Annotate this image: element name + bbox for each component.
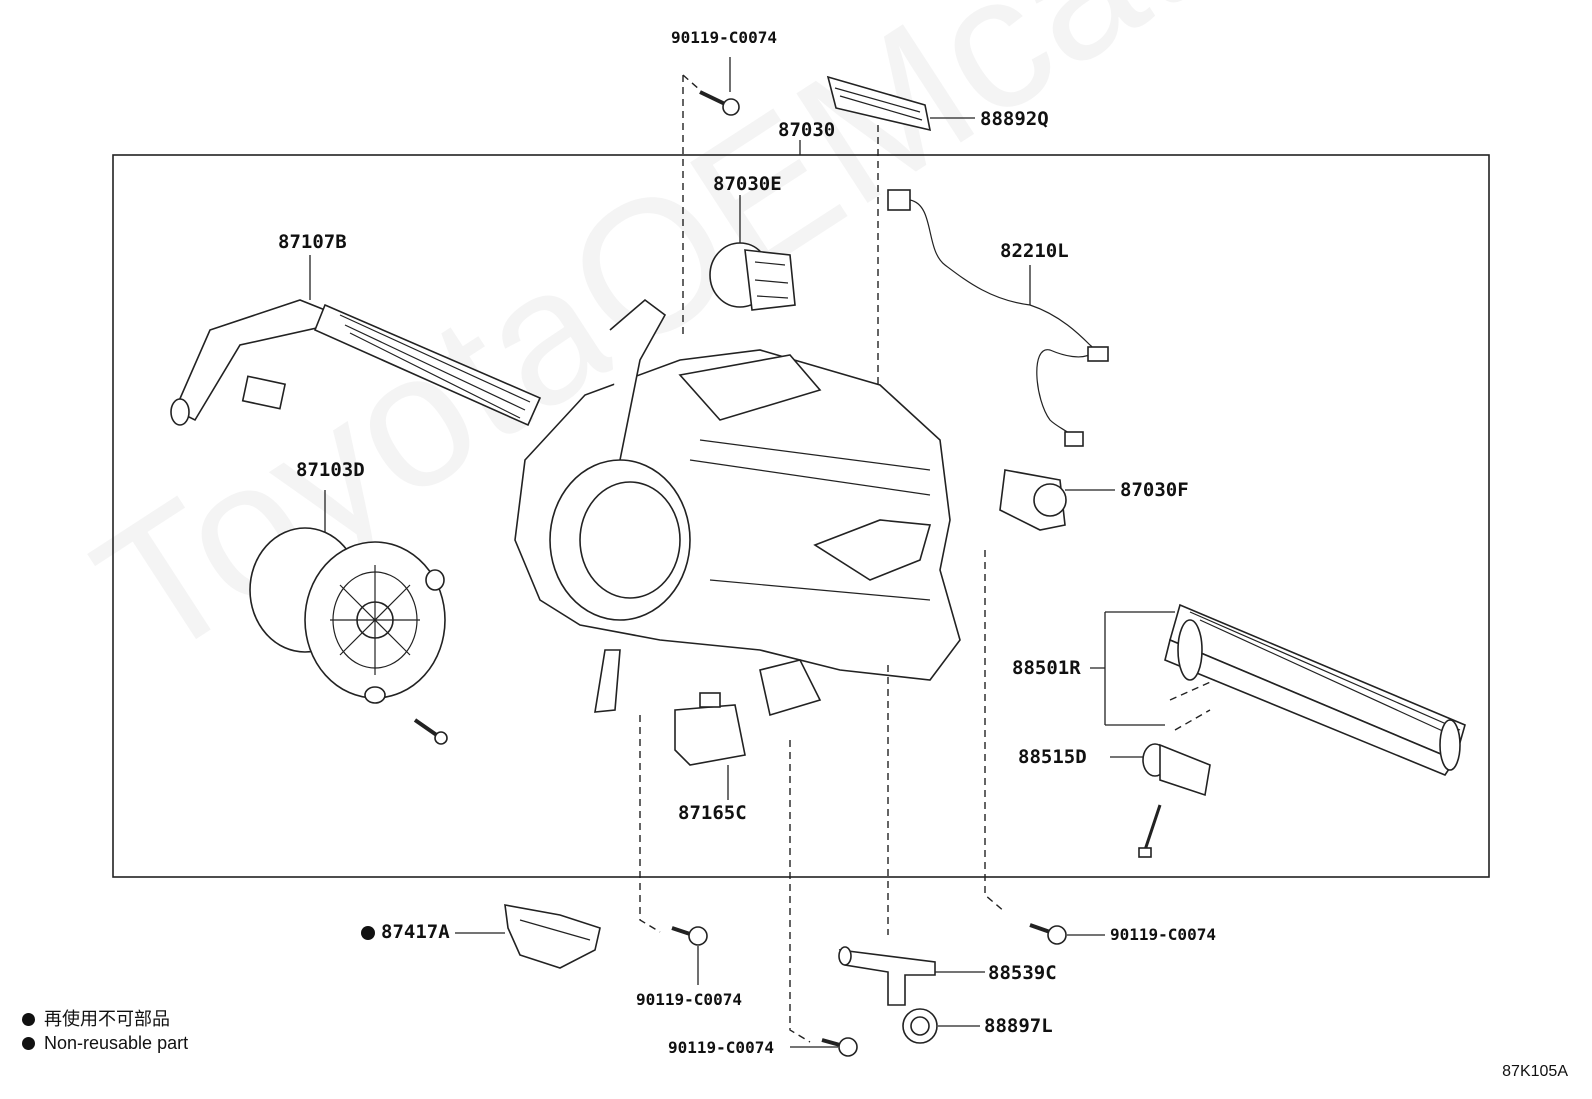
bolt-mid-icon <box>671 926 708 985</box>
part-87165c-icon <box>674 692 746 800</box>
legend-en-text: Non-reusable part <box>44 1033 189 1053</box>
part-88539c-icon <box>838 946 985 1006</box>
bolt-bottom-icon <box>790 1037 858 1057</box>
legend-jp: 再使用不可部品 <box>22 1005 170 1031</box>
non-reusable-dot-icon <box>361 926 375 940</box>
bolt-right-icon <box>1029 923 1105 945</box>
label-assembly-87030: 87030 <box>778 119 836 141</box>
label-bolt-top: 90119-C0074 <box>671 28 777 47</box>
diagram-code: 87K105A <box>1502 1063 1568 1080</box>
assembly-frame <box>112 154 1490 878</box>
label-87165c: 87165C <box>678 802 747 824</box>
part-82210l-icon <box>887 189 1109 447</box>
label-87030e: 87030E <box>713 173 782 195</box>
label-88892q: 88892Q <box>980 108 1049 130</box>
label-bolt-bottom: 90119-C0074 <box>668 1038 774 1057</box>
label-87030f: 87030F <box>1120 479 1189 501</box>
bolt-top-icon <box>699 57 740 116</box>
hvac-housing-icon <box>514 298 961 717</box>
label-88501r: 88501R <box>1012 657 1081 679</box>
part-88892q-icon <box>826 75 975 132</box>
part-87417a-icon <box>455 904 601 969</box>
part-88501r-icon <box>1090 603 1466 776</box>
label-bolt-right: 90119-C0074 <box>1110 925 1216 944</box>
label-87417a: 87417A <box>381 921 450 943</box>
label-88515d: 88515D <box>1018 746 1087 768</box>
label-88897l: 88897L <box>984 1015 1053 1037</box>
part-87107b-icon <box>170 255 542 427</box>
legend-jp-text: 再使用不可部品 <box>44 1009 170 1029</box>
bullet-icon <box>22 1013 35 1026</box>
label-bolt-mid: 90119-C0074 <box>636 990 742 1009</box>
legend-en: Non-reusable part <box>22 1033 188 1054</box>
part-88897l-icon <box>902 1008 980 1044</box>
label-87103d: 87103D <box>296 459 365 481</box>
bullet-icon <box>22 1037 35 1050</box>
part-87030f-icon <box>999 469 1115 531</box>
label-87107b: 87107B <box>278 231 347 253</box>
part-88515d-icon <box>1110 743 1211 858</box>
label-88539c: 88539C <box>988 962 1057 984</box>
label-82210l: 82210L <box>1000 240 1069 262</box>
part-87030e-icon <box>709 195 796 311</box>
part-87103d-icon <box>249 490 448 745</box>
